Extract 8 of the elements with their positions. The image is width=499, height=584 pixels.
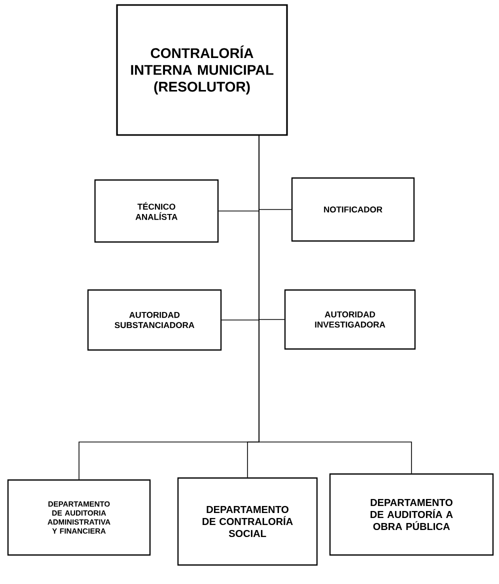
connector-line [258,135,412,474]
department-box: DEPARTAMENTO DE AUDITORÍA A OBRA PÚBLICA [329,473,494,556]
head-box: CONTRALORÍA INTERNA MUNICIPAL (RESOLUTOR) [116,4,288,136]
department-box: DEPARTAMENTO DE CONTRALORÍA SOCIAL [177,477,318,566]
office-box: AUTORIDAD INVESTIGADORA [284,289,416,350]
office-box: NOTIFICADOR [291,177,415,242]
office-box: TÉCNICO ANALÍSTA [94,179,219,243]
office-box: AUTORIDAD SUBSTANCIADORA [87,289,222,351]
